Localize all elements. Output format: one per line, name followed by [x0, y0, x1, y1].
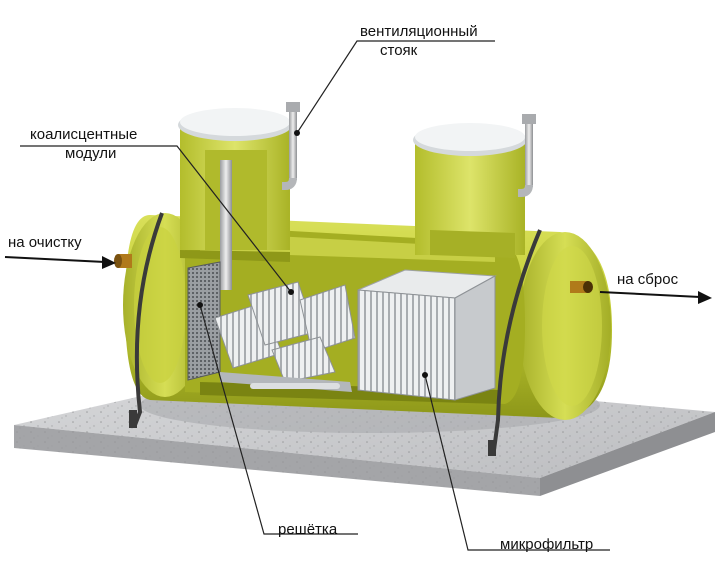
- left-neck: [178, 108, 292, 290]
- vent-riser: [282, 102, 536, 197]
- inlet-nozzle: [114, 254, 132, 268]
- microfilter-block: [357, 269, 497, 401]
- outlet-arrow: [599, 291, 712, 304]
- label-outlet: на сброс: [617, 271, 679, 288]
- right-neck: [413, 123, 527, 258]
- coalescent-modules: [214, 281, 356, 392]
- label-microfilter: микрофильтр: [500, 536, 594, 553]
- label-coalescent-modules: коалисцентные модули: [30, 125, 137, 163]
- leader-lines: [20, 40, 610, 551]
- label-vent-riser-line2: стояк: [380, 42, 418, 59]
- outlet-nozzle: [570, 281, 593, 293]
- label-grate: решётка: [278, 521, 338, 538]
- label-inlet: на очистку: [8, 234, 82, 251]
- tank-straps: [129, 212, 542, 456]
- label-coalescent-line1: коалисцентные: [30, 126, 138, 143]
- label-vent-riser-line1: вентиляционный: [360, 23, 478, 40]
- label-vent-riser: вентиляционный стояк: [360, 22, 478, 60]
- inlet-arrow: [4, 256, 116, 269]
- label-coalescent-line2: модули: [65, 145, 117, 162]
- leader-dots: [197, 130, 428, 378]
